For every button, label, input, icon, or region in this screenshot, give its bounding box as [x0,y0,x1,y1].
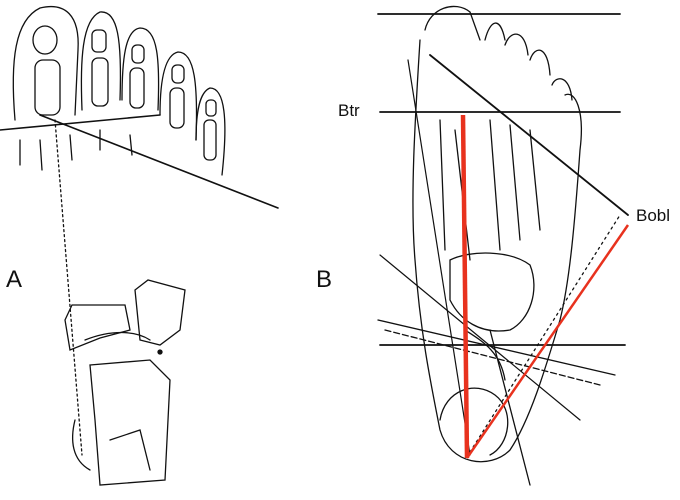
panel-a-transverse-line [0,114,161,131]
panel-b-red-oblique-line [465,224,630,459]
panel-a-hindfoot [64,279,186,486]
panel-b-red-axis-line [460,114,470,459]
panel-a-label: A [6,266,23,293]
panel-b-label: B [316,266,333,293]
btr-label: Btr [338,101,360,120]
panel-a-oblique-line [39,114,279,209]
panel-b-long-axis [407,59,471,456]
panel-b-foot-outline [412,5,582,463]
panel-b-bobl-line [429,54,629,216]
panel-a-forefoot [12,6,226,176]
bobl-label: Bobl [636,206,671,225]
panel-b-dotted-line [469,214,621,453]
panel-a-dotted-line [54,119,83,456]
